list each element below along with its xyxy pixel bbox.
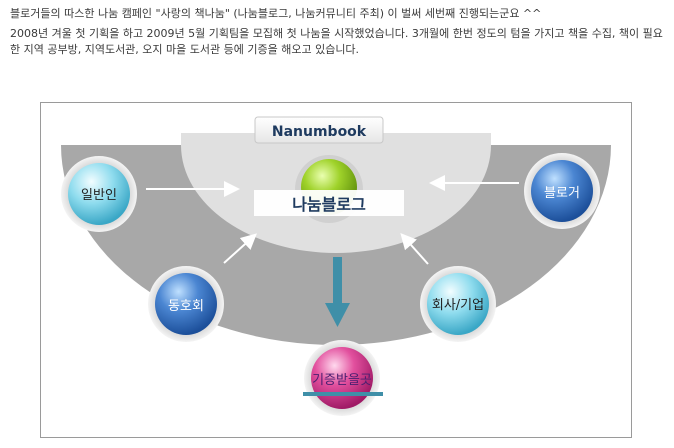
node-general-label: 일반인 [81,188,117,203]
node-blogger: 블로거 [524,153,600,229]
center-label: 나눔블로그 [292,195,366,214]
node-blogger-label: 블로거 [544,186,580,201]
article-text: 블로거들의 따스한 나눔 캠페인 "사랑의 책나눔" (나눔블로그, 나눔커뮤니… [10,6,670,58]
arrow-company [400,233,429,265]
node-company-label: 회사/기업 [432,298,484,313]
node-company: 회사/기업 [420,266,496,342]
intro-line-1: 블로거들의 따스한 나눔 캠페인 "사랑의 책나눔" (나눔블로그, 나눔커뮤니… [10,7,542,20]
node-recipient: 기증받을곳 [303,340,383,416]
header-plate [254,116,384,144]
intro-line-2: 2008년 겨울 첫 기획을 하고 2009년 5월 기획팀을 모집해 첫 나눔… [10,27,663,56]
node-club-label: 동호회 [168,299,204,314]
arrow-club [223,233,257,264]
node-general: 일반인 [61,156,137,232]
arrow-to-recipient [325,257,350,327]
center-node: 나눔블로그 [254,155,404,223]
node-recipient-label: 기증받을곳 [312,373,372,388]
diagram-title: Nanumbook [272,124,367,140]
recipient-underline [303,392,383,396]
node-club: 동호회 [148,266,224,342]
diagram-frame: Nanumbook 나눔블로그 일반인 블로거 동호회 회사/기업 [40,102,632,438]
diagram-canvas: Nanumbook 나눔블로그 일반인 블로거 동호회 회사/기업 [41,103,631,416]
